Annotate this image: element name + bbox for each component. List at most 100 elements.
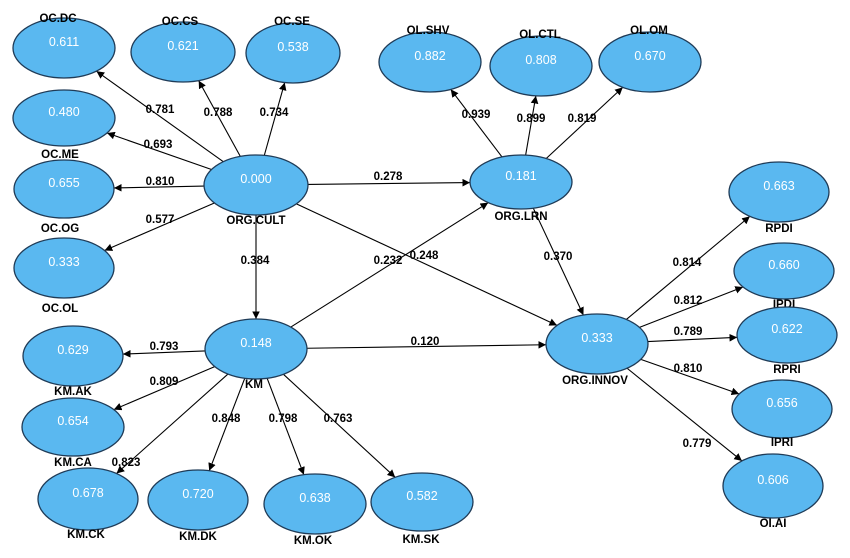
node-ellipse[interactable] (731, 379, 833, 439)
node-label: KM.CK (67, 529, 105, 541)
node-label: OC.DC (39, 13, 76, 25)
edge-weight-label: 0.693 (144, 139, 173, 151)
node-label: OL.SHV (407, 25, 450, 37)
node-ellipse[interactable] (13, 237, 115, 299)
node-ellipse[interactable] (736, 306, 838, 364)
edge-org-cult-to-org-lrn (307, 178, 471, 187)
edge-weight-label: 0.278 (374, 171, 403, 183)
node-value: 0.621 (167, 39, 198, 53)
node-value: 0.656 (766, 396, 797, 410)
node-label: KM.CA (54, 457, 92, 469)
node-label: ORG.CULT (226, 215, 285, 227)
node-value: 0.480 (48, 105, 79, 119)
node-ellipse[interactable] (13, 159, 115, 219)
node-label: OC.OG (41, 223, 79, 235)
node-ellipse[interactable] (245, 22, 341, 84)
node-oc-dc[interactable]: 0.611 OC.DC (12, 13, 116, 79)
node-label: KM.DK (179, 531, 217, 543)
edge-weight-label: 0.810 (146, 176, 175, 188)
edge-km-to-km-sk (283, 373, 396, 478)
edge-km-to-org-innov (306, 341, 547, 349)
edge-org-innov-to-rpdi (626, 215, 751, 320)
node-oc-cs[interactable]: 0.621 OC.CS (130, 16, 236, 83)
edge-org-cult-to-oc-ol (104, 202, 215, 251)
edge-km-to-km-ca (113, 366, 215, 411)
edge-org-lrn-to-ol-om (545, 86, 624, 159)
node-label: KM.AK (54, 386, 92, 398)
edge-weight-label: 0.812 (674, 295, 703, 307)
edge-org-cult-to-oc-me (106, 131, 212, 170)
node-ellipse[interactable] (204, 318, 308, 380)
node-label: OC.CS (162, 16, 199, 28)
node-value: 0.606 (757, 473, 788, 487)
node-value: 0.333 (581, 331, 612, 345)
node-ellipse[interactable] (12, 17, 116, 79)
node-ellipse[interactable] (469, 154, 573, 210)
node-ol-shv[interactable]: 0.882 OL.SHV (378, 25, 482, 93)
node-ellipse[interactable] (203, 154, 309, 216)
node-value: 0.611 (49, 35, 79, 49)
node-ellipse[interactable] (728, 161, 830, 223)
node-ellipse[interactable] (722, 453, 824, 519)
edge-org-cult-to-oc-se (263, 82, 287, 156)
node-ellipse[interactable] (378, 31, 482, 93)
node-ellipse[interactable] (147, 469, 249, 531)
node-ellipse[interactable] (12, 89, 116, 147)
node-ellipse[interactable] (263, 473, 367, 535)
node-value: 0.148 (240, 336, 271, 350)
node-ellipse[interactable] (489, 35, 593, 97)
edge-org-cult-to-oc-cs (198, 80, 241, 157)
node-ellipse[interactable] (22, 325, 124, 387)
node-label: KM (245, 379, 263, 391)
node-label: IPRI (771, 437, 793, 449)
node-ellipse[interactable] (21, 397, 125, 457)
node-ellipse[interactable] (370, 472, 474, 532)
edge-weight-label: 0.848 (212, 413, 241, 425)
node-ellipse[interactable] (598, 31, 702, 93)
node-label: OL.OM (630, 25, 668, 37)
node-value: 0.882 (414, 49, 445, 63)
node-ellipse[interactable] (733, 242, 835, 300)
edge-km-to-km-ck (116, 373, 229, 474)
edge-km-to-km-ok (266, 378, 305, 475)
edge-weight-label: 0.763 (324, 413, 353, 425)
edge-km-to-km-dk (208, 378, 246, 471)
node-ellipse[interactable] (37, 467, 139, 531)
node-label: ORG.LRN (494, 211, 547, 223)
edge-org-cult-to-oc-dc (96, 70, 224, 163)
node-label: KM.SK (402, 534, 440, 546)
edge-weight-label: 0.809 (150, 376, 179, 388)
node-value: 0.333 (48, 255, 79, 269)
edge-org-lrn-to-ol-ctl (525, 95, 539, 156)
node-value: 0.622 (771, 322, 802, 336)
edge-org-cult-to-oc-og (113, 183, 205, 192)
node-label: OC.OL (42, 303, 78, 315)
node-value: 0.663 (763, 179, 794, 193)
edge-weight-label: 0.232 (374, 255, 403, 267)
node-label: RPDI (765, 223, 792, 235)
node-ellipse[interactable] (130, 21, 236, 83)
node-ellipse[interactable] (545, 313, 649, 375)
